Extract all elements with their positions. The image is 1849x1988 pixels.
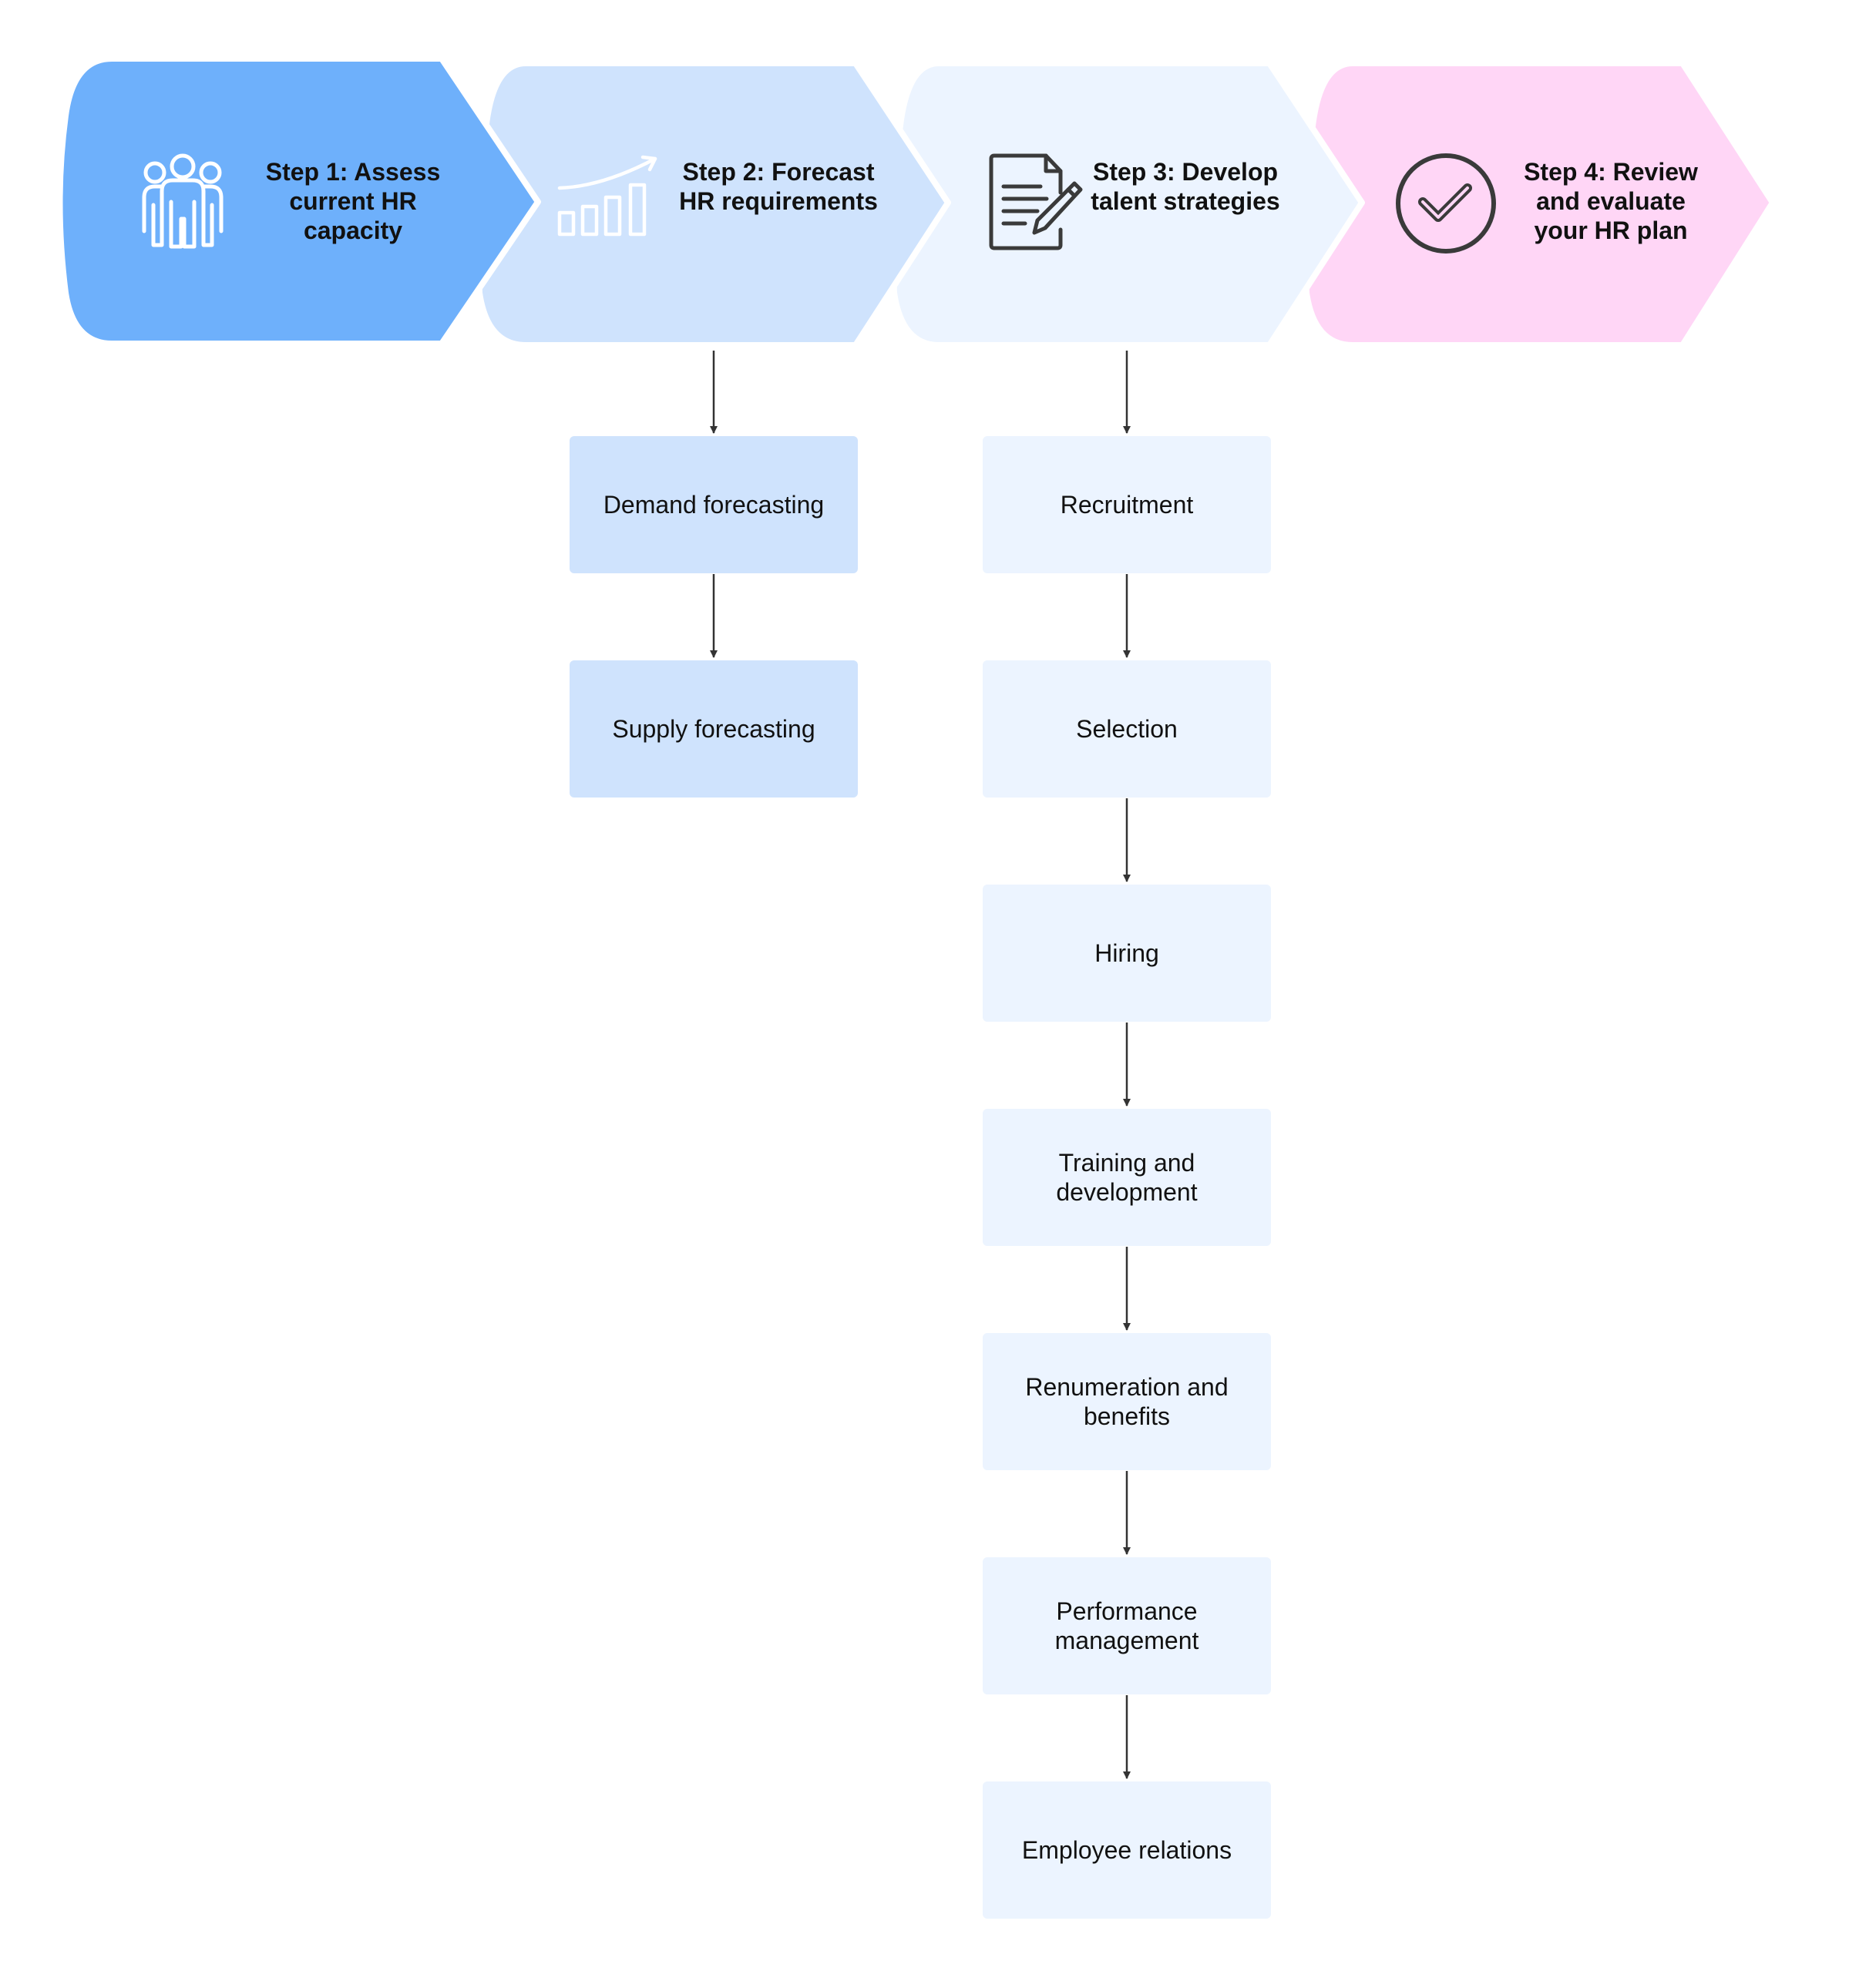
- step-2-label: Step 2: Forecast HR requirements: [679, 158, 878, 215]
- strategy-item-renumeration: Renumeration and benefits: [983, 1333, 1271, 1470]
- step-3-label: Step 3: Develop talent strategies: [1091, 158, 1280, 215]
- step-4-label: Step 4: Review and evaluate your HR plan: [1524, 158, 1698, 244]
- step-1-label: Step 1: Assess current HR capacity: [265, 158, 441, 244]
- strategy-item-performance: Performance management: [983, 1557, 1271, 1694]
- strategy-item-training: Training and development: [983, 1109, 1271, 1246]
- document-edit-icon: [989, 153, 1083, 250]
- strategy-item-hiring: Hiring: [983, 885, 1271, 1022]
- strategy-item-selection: Selection: [983, 660, 1271, 798]
- strategy-item-employee-relations: Employee relations: [983, 1781, 1271, 1919]
- growth-chart-icon: [557, 155, 657, 237]
- strategy-item-recruitment: Recruitment: [983, 436, 1271, 573]
- forecast-item-demand: Demand forecasting: [570, 436, 858, 573]
- step-1-chevron: [56, 55, 541, 347]
- check-circle-icon: [1396, 153, 1496, 254]
- people-icon: [142, 153, 224, 249]
- forecast-item-supply: Supply forecasting: [570, 660, 858, 798]
